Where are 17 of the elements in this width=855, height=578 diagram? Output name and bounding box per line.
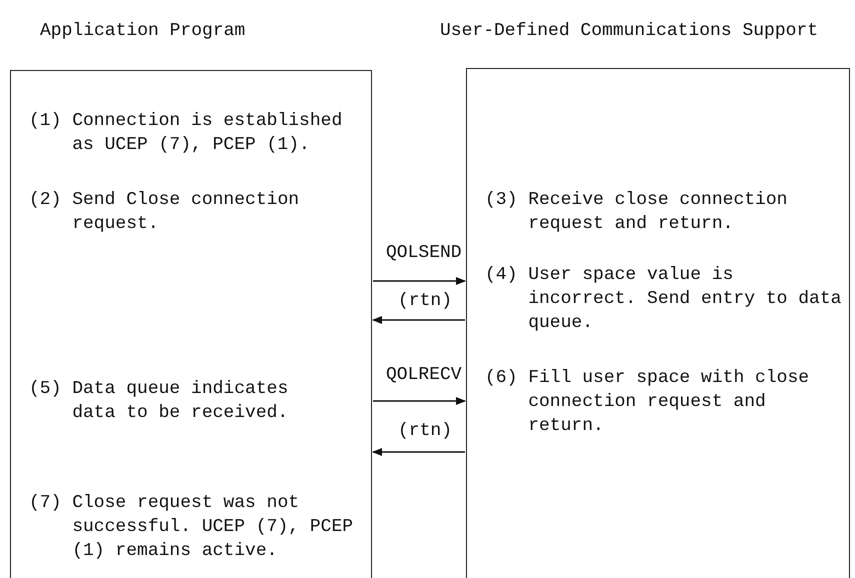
lifeline-box (10, 70, 372, 578)
step-text: (6) Fill user space with close connection request and return. (485, 367, 810, 438)
edge-label: (rtn) (398, 420, 452, 442)
step-text: (7) Close request was not successful. UCEP (7), PCEP (1) remains active. (29, 492, 354, 563)
step-text: (5) Data queue indicates data to be received. (29, 378, 290, 425)
step-text: (3) Receive close connection request and return. (485, 189, 788, 236)
arrow (372, 448, 465, 456)
step-text: (4) User space value is incorrect. Send entry to data queue. (485, 264, 842, 335)
arrow (372, 316, 465, 324)
arrow (373, 397, 466, 405)
column-heading: User-Defined Communications Support (440, 20, 818, 42)
arrow (373, 277, 466, 285)
step-text: (1) Connection is established as UCEP (7), PCEP (1). (29, 110, 344, 157)
edge-label: (rtn) (398, 290, 452, 312)
column-heading: Application Program (40, 20, 246, 42)
lifeline-box (466, 68, 850, 578)
step-text: (2) Send Close connection request. (29, 189, 300, 236)
